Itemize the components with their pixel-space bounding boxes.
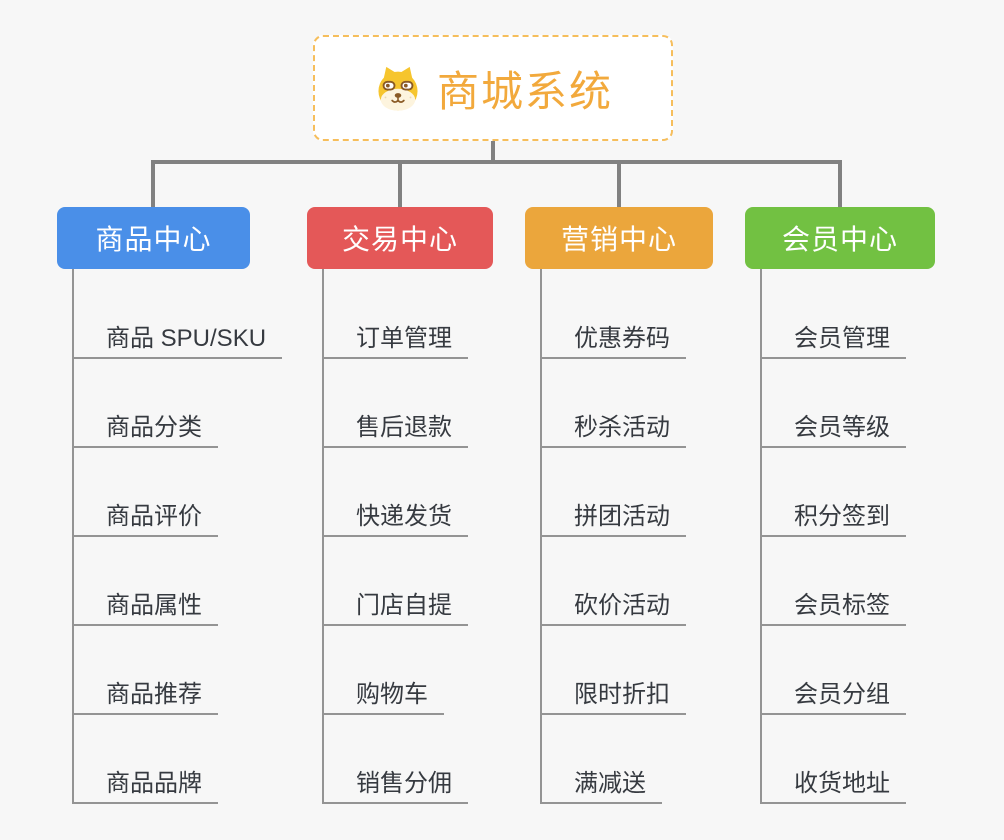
branch-node-member[interactable]: 会员中心	[745, 207, 935, 269]
connector-root-stub	[491, 140, 495, 162]
connector-drop-marketing	[617, 160, 621, 209]
child-node[interactable]: 商品 SPU/SKU	[72, 315, 283, 359]
root-node-label: 商城系统	[436, 67, 613, 115]
child-node[interactable]: 砍价活动	[540, 582, 686, 626]
child-node[interactable]: 商品推荐	[72, 671, 218, 715]
branch-children-marketing: 优惠券码 秒杀活动 拼团活动 砍价活动 限时折扣 满减送	[540, 269, 770, 804]
child-node[interactable]: 门店自提	[322, 582, 468, 626]
child-node[interactable]: 购物车	[322, 671, 444, 715]
child-node[interactable]: 拼团活动	[540, 493, 686, 537]
connector-drop-product	[151, 160, 155, 209]
child-node[interactable]: 满减送	[540, 760, 662, 804]
child-node[interactable]: 会员管理	[760, 315, 906, 359]
child-node[interactable]: 会员分组	[760, 671, 906, 715]
connector-bus	[151, 160, 842, 164]
child-node[interactable]: 商品品牌	[72, 760, 218, 804]
branch-node-trade[interactable]: 交易中心	[307, 207, 493, 269]
child-node[interactable]: 优惠券码	[540, 315, 686, 359]
child-node[interactable]: 快递发货	[322, 493, 468, 537]
child-node[interactable]: 售后退款	[322, 404, 468, 448]
connector-drop-trade	[398, 160, 402, 209]
child-node[interactable]: 会员等级	[760, 404, 906, 448]
child-node[interactable]: 限时折扣	[540, 671, 686, 715]
child-node[interactable]: 收货地址	[760, 760, 906, 804]
child-node[interactable]: 商品评价	[72, 493, 218, 537]
child-node[interactable]: 订单管理	[322, 315, 468, 359]
child-node[interactable]: 商品属性	[72, 582, 218, 626]
branch-node-product[interactable]: 商品中心	[57, 207, 250, 269]
branch-node-marketing[interactable]: 营销中心	[525, 207, 713, 269]
child-node[interactable]: 秒杀活动	[540, 404, 686, 448]
child-node[interactable]: 积分签到	[760, 493, 906, 537]
connector-drop-member	[838, 160, 842, 209]
branch-children-member: 会员管理 会员等级 积分签到 会员标签 会员分组 收货地址	[760, 269, 990, 804]
child-node[interactable]: 会员标签	[760, 582, 906, 626]
branch-children-trade: 订单管理 售后退款 快递发货 门店自提 购物车 销售分佣	[322, 269, 552, 804]
root-node[interactable]: 商城系统	[313, 35, 673, 141]
child-node[interactable]: 销售分佣	[322, 760, 468, 804]
child-node[interactable]: 商品分类	[72, 404, 218, 448]
dog-face-icon	[378, 66, 418, 111]
branch-children-product: 商品 SPU/SKU 商品分类 商品评价 商品属性 商品推荐 商品品牌	[72, 269, 302, 804]
